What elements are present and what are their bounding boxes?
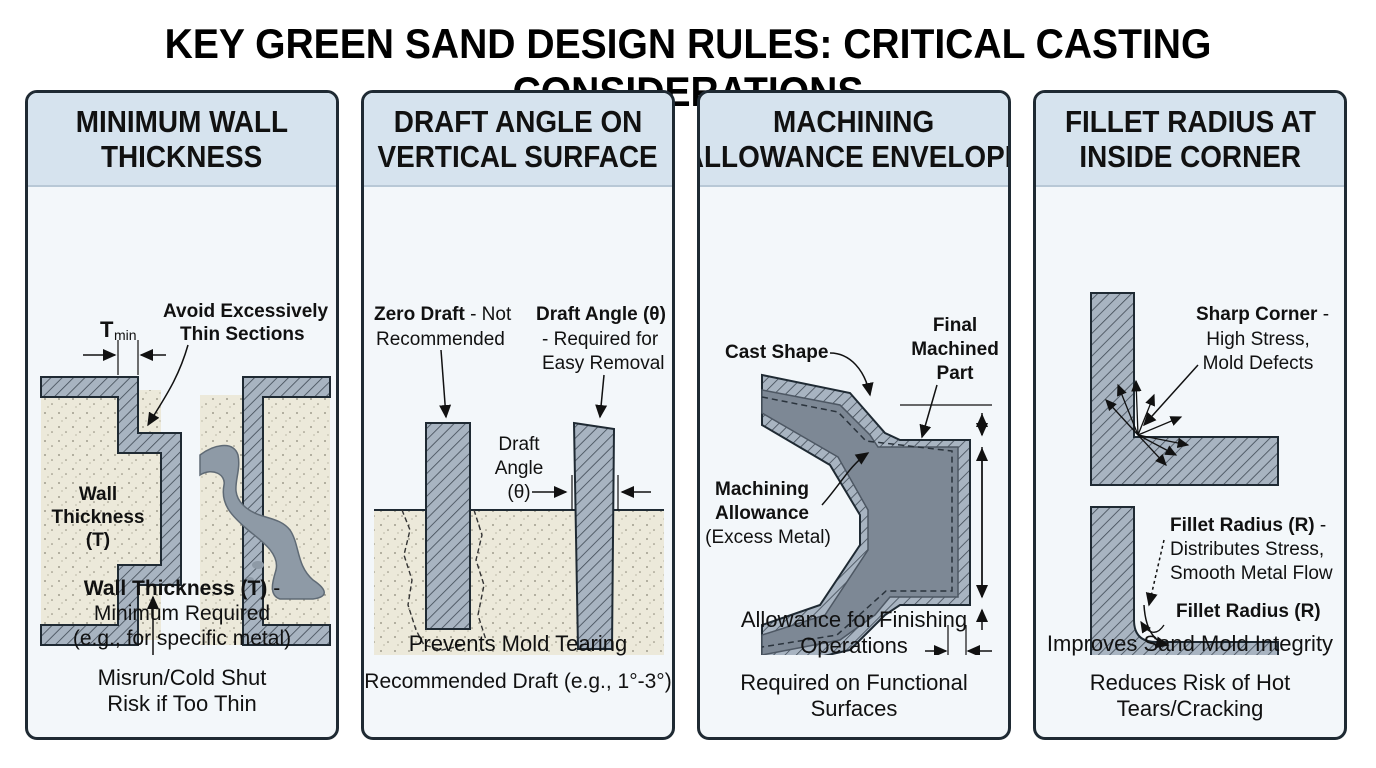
wall-label-line1: Wall [79,484,117,505]
final-part-label-line2: Machined [911,339,999,360]
zero-draft-label-line2: Recommended [376,329,505,350]
panel-title-line1: DRAFT ANGLE ON [393,104,643,139]
machining-label-line1: Machining [715,479,809,500]
draft-pattern [572,421,616,650]
caption-line3: Tears/Cracking [1116,696,1264,721]
req-bold: Wall Thickness (T) [83,577,268,600]
panel-header: MINIMUM WALL THICKNESS [28,93,336,187]
misrun-metal-flow [199,444,325,600]
requirement-text: Wall Thickness (T) - Minimum Required (e… [28,576,336,651]
caption-line2: Recommended Draft (e.g., 1°-3°) [364,670,672,693]
panel-title-line2: THICKNESS [101,139,263,174]
sharp-corner-label-line2: High Stress, [1206,329,1309,350]
panel-caption: Misrun/Cold Shut Risk if Too Thin [28,665,336,717]
zero-draft-label: Zero Draft - Not [374,304,512,325]
wall-thickness-diagram: T min Avoid Excessively Thin Sections Wa… [40,301,331,655]
panel-minimum-wall-thickness: MINIMUM WALL THICKNESS [25,90,339,740]
draft-angle-diagram: Zero Draft - Not Recommended Draft Angle… [374,304,666,655]
stepped-wall [40,376,182,646]
fillet-corner-shape [1090,506,1279,655]
panel-header: MACHINING ALLOWANCE ENVELOPE [700,93,1008,187]
panel-caption-2: Reduces Risk of Hot Tears/Cracking [1036,670,1344,722]
machining-label-line2: Allowance [715,503,809,524]
panel-title-line2: INSIDE CORNER [1079,139,1301,174]
caption-line1: Allowance for Finishing [740,607,968,632]
sharp-corner-shape [1090,292,1279,486]
panel-title-line2: ALLOWANCE ENVELOPE [697,139,1011,174]
final-part-label-line3: Part [937,363,975,384]
zero-draft-pattern [425,422,471,630]
caption-line1: Prevents Mold Tearing [408,631,628,656]
stress-arrows [1105,379,1190,466]
caption-line3: Required on Functional [740,670,968,695]
caption-line2: Reduces Risk of Hot [1089,670,1291,695]
caption-line4: Surfaces [810,696,898,721]
final-machined-part [761,389,959,655]
req-line2: Minimum Required [93,602,271,625]
angle-label-line2: Angle [495,458,544,479]
panel-caption: Improves Sand Mold Integrity [1036,631,1344,657]
mold-tear-crack [401,509,465,651]
tmin-label: T [100,317,114,342]
panel-caption: Allowance for Finishing Operations [700,607,1008,659]
sharp-corner-label-line3: Mold Defects [1203,353,1314,374]
panel-title-line1: MACHINING [773,104,935,139]
final-part-label-line1: Final [933,315,977,336]
panel-title-line2: VERTICAL SURFACE [377,139,659,174]
fillet-radius-label: Fillet Radius (R) [1176,601,1321,622]
tmin-subscript: min [114,327,137,343]
caption-line2: Risk if Too Thin [107,691,257,716]
fillet-label: Fillet Radius (R) - [1170,515,1326,536]
avoid-label-line1: Avoid Excessively [163,301,329,322]
req-line3: (e.g., for specific metal) [72,627,292,650]
wall-label-line2: Thickness [52,507,145,528]
wall-label-line3: (T) [86,530,110,551]
draft-angle-label-line2: - Required for [542,329,659,350]
panel-title-line1: MINIMUM WALL [75,104,289,139]
cast-shape-label: Cast Shape [725,342,828,363]
fillet-radius-diagram: Sharp Corner - High Stress, Mold Defects… [1090,292,1333,655]
thin-wall [242,376,331,646]
panel-draft-angle: DRAFT ANGLE ON VERTICAL SURFACE [361,90,675,740]
panel-fillet-radius: FILLET RADIUS AT INSIDE CORNER [1033,90,1347,740]
sharp-corner-label: Sharp Corner - [1196,304,1329,325]
machining-label-line3: (Excess Metal) [705,527,831,548]
caption-line1: Improves Sand Mold Integrity [1046,631,1334,656]
panel-machining-allowance: MACHINING ALLOWANCE ENVELOPE Cast Sh [697,90,1011,740]
draft-angle-label: Draft Angle (θ) [536,304,666,325]
panel-caption-2: Recommended Draft (e.g., 1°-3°) [364,669,672,695]
caption-line2: Operations [800,633,908,658]
panel-header: FILLET RADIUS AT INSIDE CORNER [1036,93,1344,187]
fillet-label-line3: Smooth Metal Flow [1170,563,1333,584]
panel-header: DRAFT ANGLE ON VERTICAL SURFACE [364,93,672,187]
caption-line1: Misrun/Cold Shut [97,665,267,690]
panel-title-line1: FILLET RADIUS AT [1064,104,1316,139]
panel-caption-2: Required on Functional Surfaces [700,670,1008,722]
draft-angle-label-line3: Easy Removal [542,353,665,374]
angle-label-line3: (θ) [507,482,530,503]
fillet-label-line2: Distributes Stress, [1170,539,1324,560]
sand-mold [374,510,664,655]
req-dash: - [267,577,281,600]
machining-allowance-diagram: Cast Shape Final Machined Part Machining… [705,315,999,655]
panel-caption: Prevents Mold Tearing [364,631,672,657]
avoid-label-line2: Thin Sections [180,324,305,345]
angle-label-line1: Draft [498,434,540,455]
